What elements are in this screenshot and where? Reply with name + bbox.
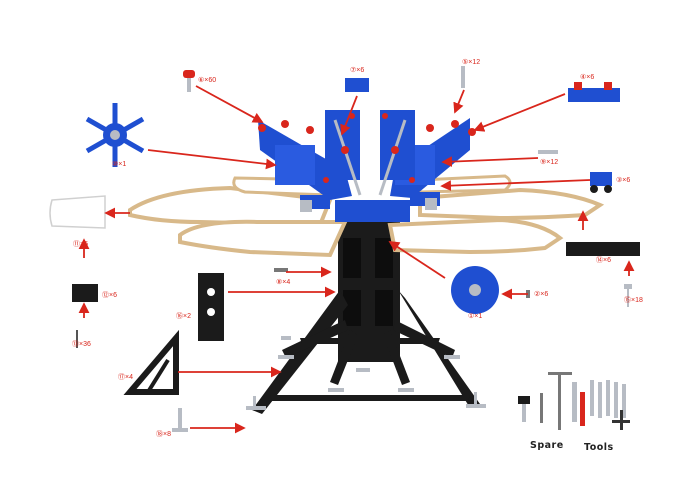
leg-bolt-part (274, 268, 288, 272)
support-bar-part (566, 242, 640, 256)
clamp-part (345, 78, 369, 92)
spare-tools-kit (518, 372, 630, 430)
adjuster-part (590, 172, 612, 193)
bracket-part (72, 284, 98, 302)
label-part-6: ⑥×60 (198, 77, 217, 84)
spare-label: Spare (530, 440, 564, 451)
label-part-13: ⑬×36 (72, 341, 91, 348)
spring-part (538, 150, 558, 154)
callout-arrows (78, 85, 635, 434)
label-part-9: ⑨×12 (540, 159, 559, 166)
label-part-4: ④×6 (580, 74, 595, 81)
label-part-8: ⑧×4 (276, 279, 291, 286)
label-part-16: ⑯×2 (176, 313, 191, 320)
screw-part (624, 284, 632, 307)
label-part-11: ⑪×6 (73, 241, 88, 248)
label-part-18: ⑱×8 (156, 431, 171, 438)
label-part-5: ⑤×12 (462, 59, 481, 66)
label-part-15: ⑮×18 (624, 297, 643, 304)
label-part-17: ⑰×4 (118, 374, 133, 381)
label-part-14: ⑭×6 (596, 257, 611, 264)
label-part-12: ⑫×6 (102, 292, 117, 299)
label-part-7: ⑦×6 (350, 67, 365, 74)
rail-part (568, 82, 620, 102)
disc-part (451, 266, 499, 314)
foot-part (172, 408, 188, 432)
indexer-wheel (85, 103, 145, 167)
knob-part (183, 70, 195, 92)
label-part-10: ⑩×1 (112, 161, 127, 168)
print-heads (258, 110, 476, 222)
label-part-1: ①×1 (468, 313, 483, 320)
wood-screw-part (76, 330, 78, 348)
brace-part (123, 329, 179, 395)
platen-part (49, 195, 106, 229)
bolt-part (461, 66, 465, 88)
mounting-plate-part (198, 273, 224, 341)
tools-label: Tools (584, 442, 614, 453)
label-part-2: ②×6 (534, 291, 549, 298)
label-part-3: ③×6 (616, 177, 631, 184)
